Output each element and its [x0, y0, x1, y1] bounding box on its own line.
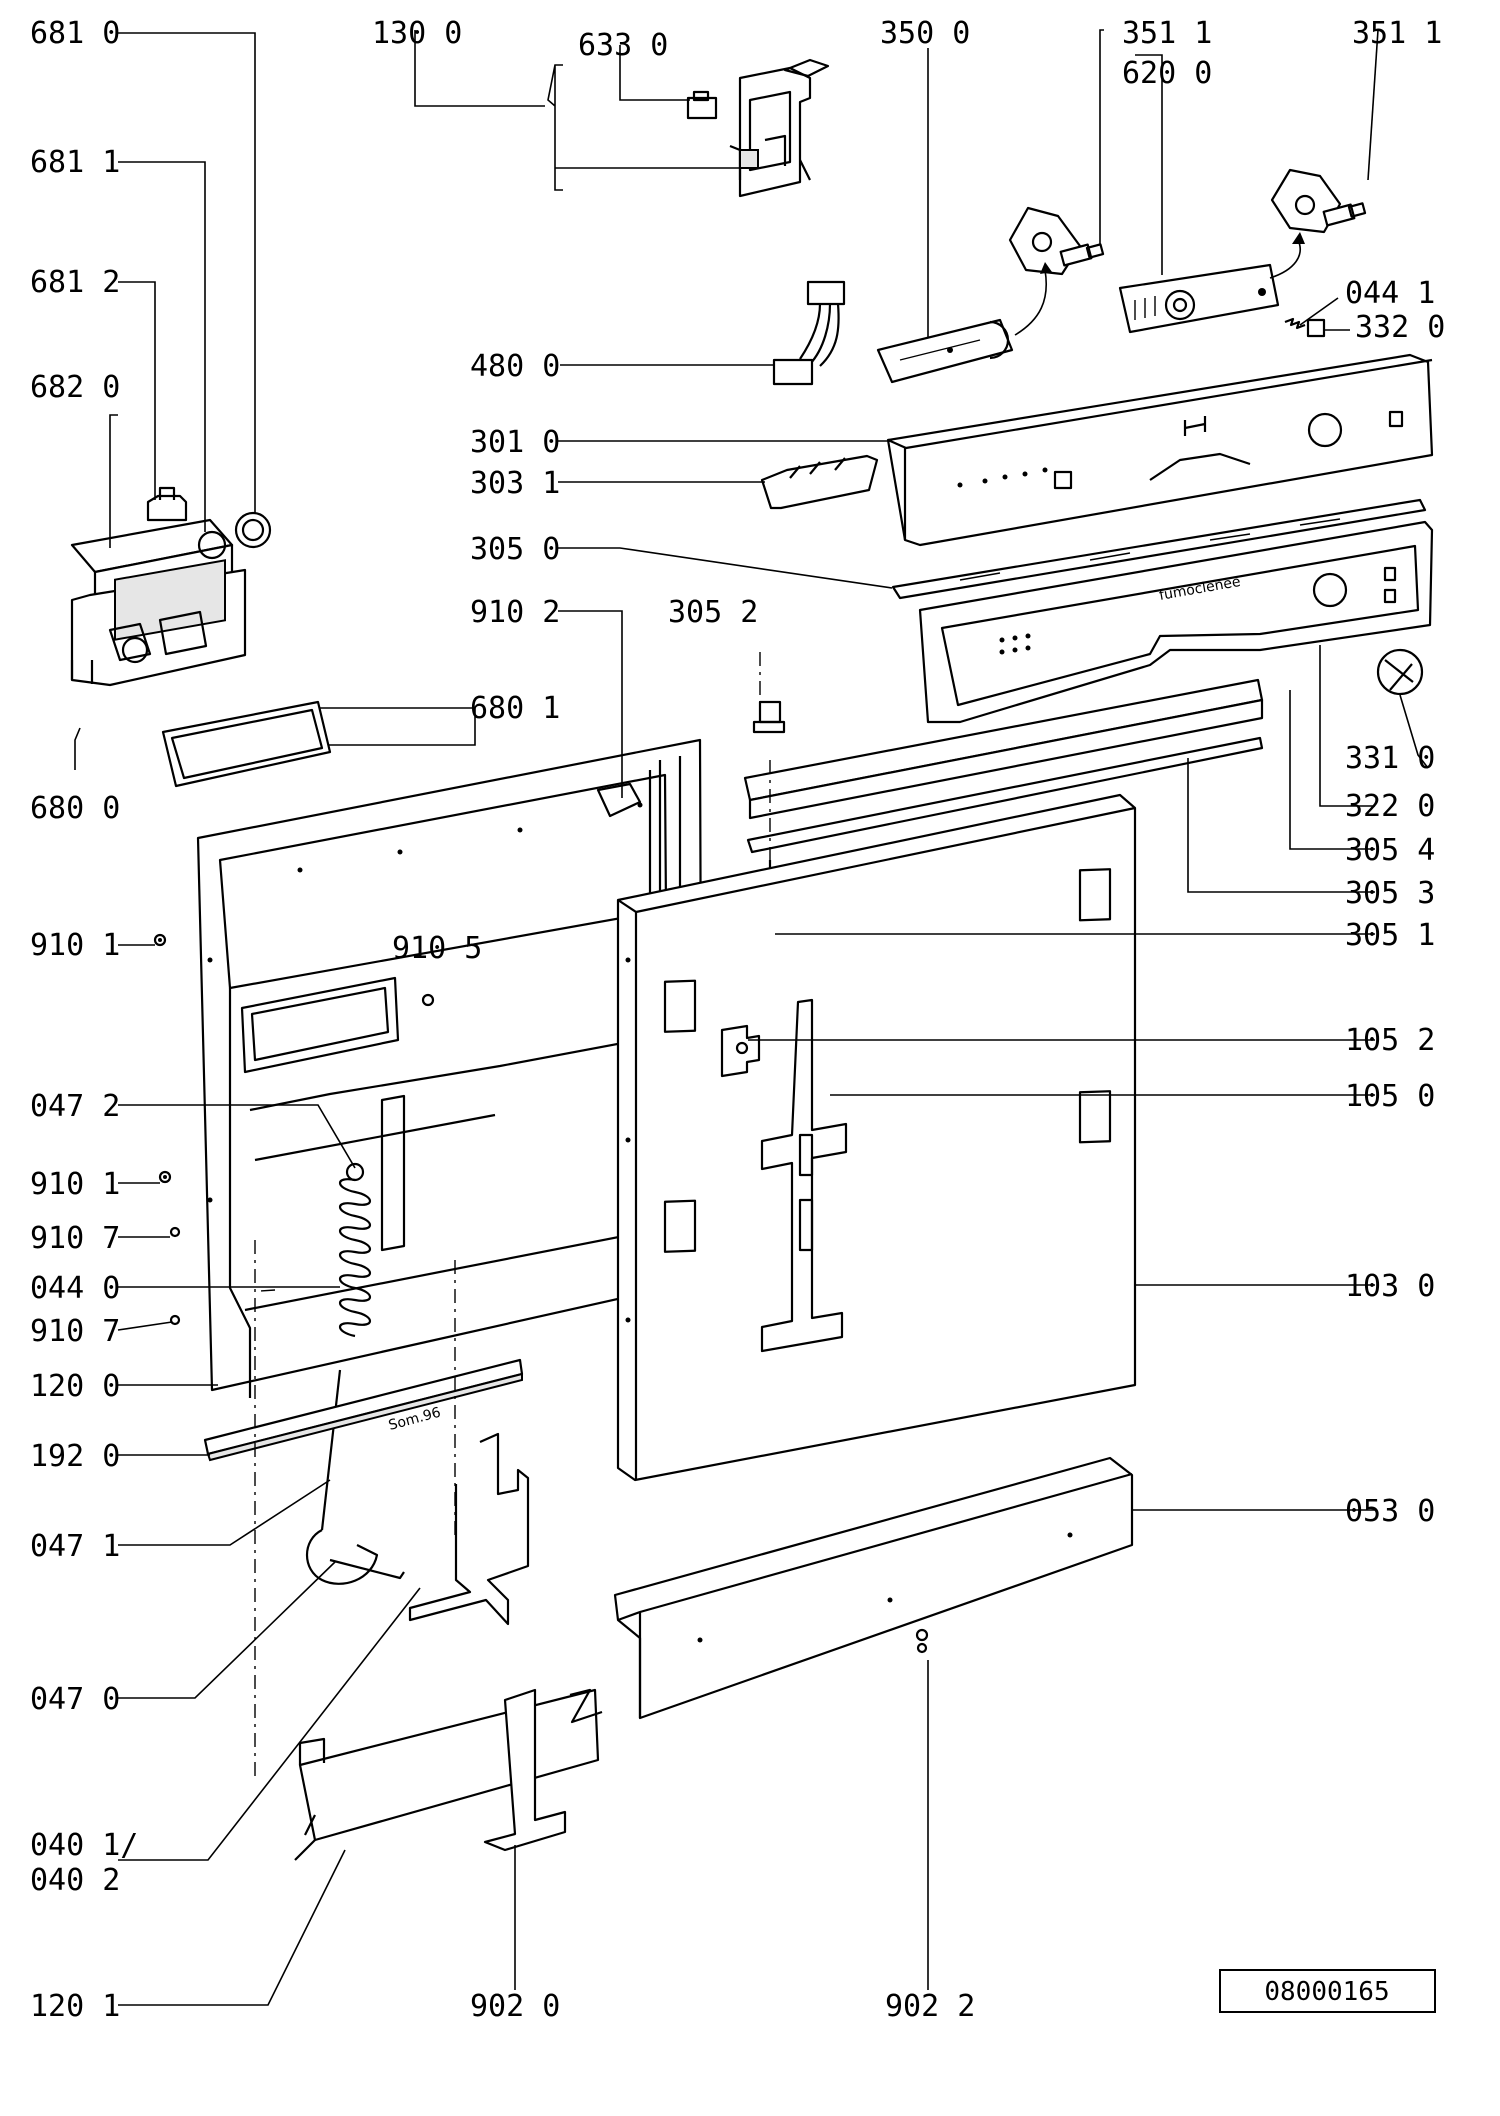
dispenser-clip [146, 486, 188, 522]
hinge-plate [760, 998, 848, 1353]
label-681-1: 681 1 [30, 145, 120, 180]
electronic-module [876, 318, 1014, 384]
label-910-1-lower: 910 1 [30, 1167, 120, 1202]
programmer-module [1118, 263, 1280, 334]
label-910-7-lower: 910 7 [30, 1314, 120, 1349]
label-331-0: 331 0 [1345, 741, 1435, 776]
label-680-0: 680 0 [30, 791, 120, 826]
panel-insert [760, 454, 879, 510]
label-044-0: 044 0 [30, 1271, 120, 1306]
label-047-1: 047 1 [30, 1529, 120, 1564]
screw-910-1b [158, 1170, 172, 1184]
screw-910-1a [153, 933, 167, 947]
control-panel-cover [886, 353, 1434, 547]
push-button-small [1306, 318, 1326, 338]
rail-strip [746, 736, 1264, 854]
door-lock-assembly [686, 58, 830, 198]
label-633-0: 633 0 [578, 28, 668, 63]
label-305-4: 305 4 [1345, 833, 1435, 868]
label-681-0: 681 0 [30, 16, 120, 51]
dispenser-seal-ring [197, 530, 227, 560]
leader-lines [74, 29, 1429, 2006]
label-620-0: 620 0 [1122, 56, 1212, 91]
label-103-0: 103 0 [1345, 1269, 1435, 1304]
dispenser-gasket [161, 700, 332, 788]
small-spring [1284, 317, 1306, 330]
label-044-1: 044 1 [1345, 276, 1435, 311]
fascia-panel: fumoclenee [918, 520, 1434, 724]
drawing-number-box [1219, 1969, 1436, 2013]
outer-door-panel [616, 793, 1137, 1482]
detergent-dispenser [70, 518, 247, 687]
label-305-0: 305 0 [470, 532, 560, 567]
screw-910-7b [169, 1314, 181, 1326]
label-682-0: 682 0 [30, 370, 120, 405]
plinth-clip [483, 1688, 567, 1852]
selector-switch-right [1270, 168, 1367, 234]
wire-harness [772, 280, 846, 386]
bracket-screw [915, 1628, 929, 1654]
screw-910-7a [169, 1226, 181, 1238]
screw-910-5 [421, 993, 435, 1007]
door-seal-strip: Som.96 [203, 1358, 524, 1462]
label-910-1-upper: 910 1 [30, 928, 120, 963]
label-120-1: 120 1 [30, 1989, 120, 2024]
label-902-0: 902 0 [470, 1989, 560, 2024]
dispenser-knob [234, 511, 272, 549]
drawing-number: 08000165 [1264, 1977, 1389, 2007]
label-105-0: 105 0 [1345, 1079, 1435, 1114]
label-305-1: 305 1 [1345, 918, 1435, 953]
label-040-2: 040 2 [30, 1863, 120, 1898]
hinge-arm [408, 1432, 530, 1626]
hinge-block [720, 1024, 761, 1078]
label-350-0: 350 0 [880, 16, 970, 51]
door-spring [338, 1162, 372, 1338]
label-681-2: 681 2 [30, 265, 120, 300]
program-knob [1376, 648, 1424, 696]
label-047-2: 047 2 [30, 1089, 120, 1124]
label-910-7-upper: 910 7 [30, 1221, 120, 1256]
kick-bracket [613, 1456, 1134, 1720]
label-351-1-left: 351 1 [1122, 16, 1212, 51]
control-strip [891, 498, 1427, 600]
label-047-0: 047 0 [30, 1682, 120, 1717]
top-rail [743, 678, 1264, 820]
label-192-0: 192 0 [30, 1439, 120, 1474]
label-332-0: 332 0 [1355, 310, 1445, 345]
label-480-0: 480 0 [470, 349, 560, 384]
spring-rod [306, 1369, 405, 1585]
part-labels: 681 0 681 1 681 2 682 0 680 1 680 0 130 … [30, 16, 1445, 2024]
label-680-1: 680 1 [470, 691, 560, 726]
label-305-3: 305 3 [1345, 876, 1435, 911]
label-303-1: 303 1 [470, 466, 560, 501]
label-322-0: 322 0 [1345, 789, 1435, 824]
panel-clip [752, 700, 786, 734]
label-130-0: 130 0 [372, 16, 462, 51]
label-351-1-right: 351 1 [1352, 16, 1442, 51]
label-305-2: 305 2 [668, 595, 758, 630]
label-301-0: 301 0 [470, 425, 560, 460]
selector-switch-left [1008, 206, 1105, 276]
label-910-2: 910 2 [470, 595, 560, 630]
label-902-2: 902 2 [885, 1989, 975, 2024]
label-040-1: 040 1/ [30, 1828, 138, 1863]
label-120-0: 120 0 [30, 1369, 120, 1404]
label-910-5: 910 5 [392, 931, 482, 966]
label-053-0: 053 0 [1345, 1494, 1435, 1529]
label-105-2: 105 2 [1345, 1023, 1435, 1058]
